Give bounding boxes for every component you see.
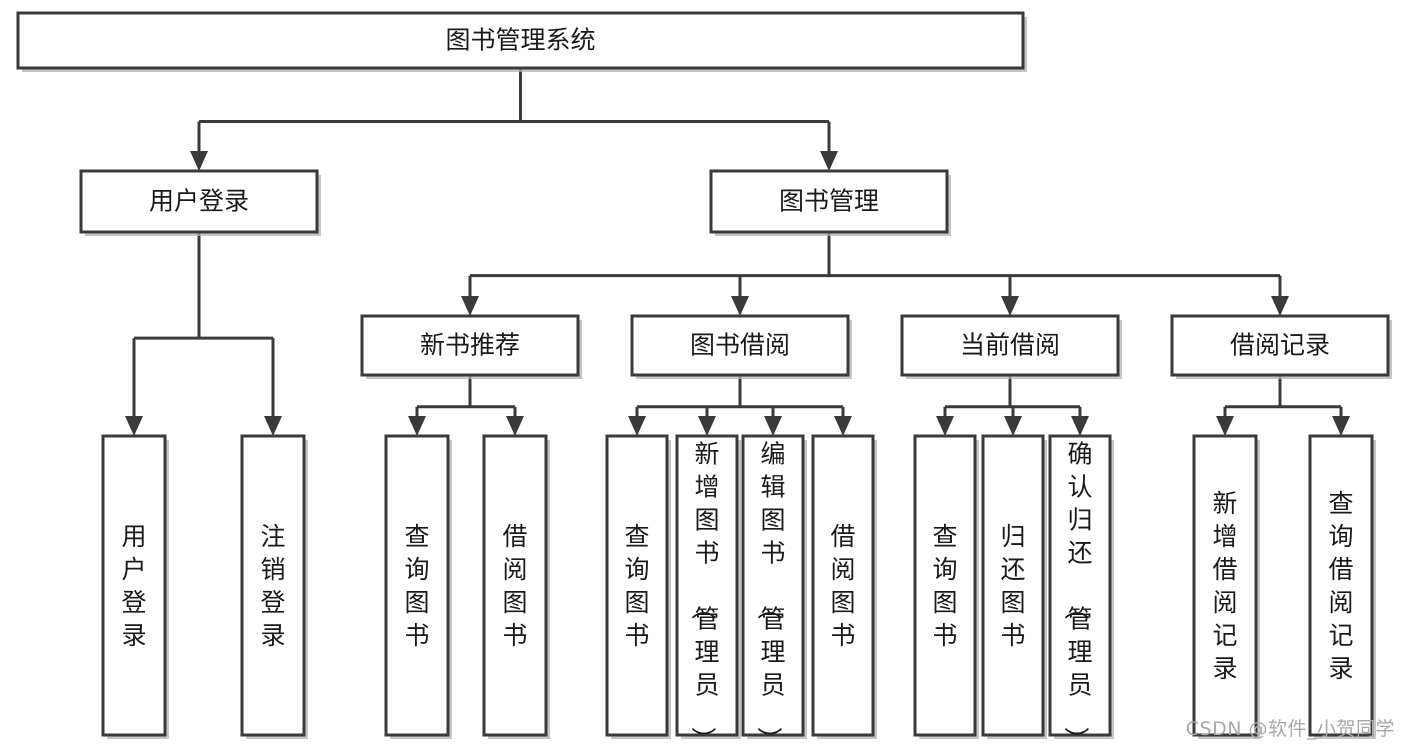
node-label: 注销登录 xyxy=(260,522,285,650)
node-box xyxy=(1308,434,1374,737)
node-label: 查询图书 xyxy=(624,522,649,650)
node-label: 当前借阅 xyxy=(960,331,1060,360)
node-box xyxy=(79,169,319,234)
node-leaf-borrow-book[interactable]: 借阅图书 xyxy=(811,434,877,739)
arrow-head-edge-current-return xyxy=(1004,416,1022,436)
node-box xyxy=(1192,434,1258,737)
node-label: 确认归还（管理员） xyxy=(1061,440,1092,747)
node-leaf-query-borrow-record[interactable]: 查询借阅记录 xyxy=(1308,434,1376,739)
node-box xyxy=(741,434,805,737)
arrow-head-edge-current-query xyxy=(936,416,954,436)
arrow-head-edge-record-add xyxy=(1216,416,1234,436)
node-label: 图书管理系统 xyxy=(445,26,595,55)
arrow-head-edge-root-userlogin xyxy=(190,151,208,171)
arrow-head-edge-bookmanage-current xyxy=(1001,296,1019,316)
node-leaf-add-borrow-record[interactable]: 新增借阅记录 xyxy=(1192,434,1260,739)
node-label: 图书借阅 xyxy=(690,331,790,360)
node-label: 归还图书 xyxy=(1000,522,1025,650)
node-box xyxy=(1048,434,1112,737)
arrow-head-edge-bookmanage-borrow xyxy=(731,296,749,316)
node-book-manage[interactable]: 图书管理 xyxy=(709,169,951,236)
arrow-head-edge-userlogin-leaf-logout xyxy=(264,416,282,436)
node-leaf-query-book-borrow[interactable]: 查询图书 xyxy=(605,434,671,739)
node-borrow-record[interactable]: 借阅记录 xyxy=(1170,314,1392,379)
node-box xyxy=(709,169,949,234)
node-user-login[interactable]: 用户登录 xyxy=(79,169,321,236)
node-label: 借阅图书 xyxy=(502,522,527,650)
node-box xyxy=(605,434,669,737)
node-box xyxy=(900,314,1120,377)
edge-group-from-book-borrow xyxy=(628,375,852,436)
node-box xyxy=(981,434,1045,737)
arrow-head-edge-userlogin-leaf-user-login xyxy=(125,416,143,436)
node-box xyxy=(360,314,580,377)
node-leaf-query-book-recommend[interactable]: 查询图书 xyxy=(384,434,452,739)
arrow-head-edge-current-confirm xyxy=(1071,416,1089,436)
edge-group-from-book-manage xyxy=(461,232,1289,316)
node-box xyxy=(16,11,1025,70)
node-box xyxy=(482,434,548,737)
arrow-head-edge-recommend-query xyxy=(408,416,426,436)
node-new-book-recommend[interactable]: 新书推荐 xyxy=(360,314,582,379)
node-label: 借阅记录 xyxy=(1230,331,1330,360)
node-label: 查询图书 xyxy=(404,522,429,650)
node-label: 用户登录 xyxy=(149,187,249,216)
node-box xyxy=(675,434,739,737)
node-box xyxy=(101,434,167,737)
arrow-head-edge-borrow-borrowbook xyxy=(834,416,852,436)
node-label: 用户登录 xyxy=(121,522,146,650)
arrow-head-edge-record-query xyxy=(1332,416,1350,436)
node-leaf-logout-login[interactable]: 注销登录 xyxy=(240,434,308,739)
node-label: 查询图书 xyxy=(932,522,957,650)
edge-group-from-user-login xyxy=(125,232,282,436)
edge-group-from-root xyxy=(190,68,838,171)
node-root[interactable]: 图书管理系统 xyxy=(16,11,1027,72)
node-book-borrow[interactable]: 图书借阅 xyxy=(630,314,852,379)
node-current-borrow[interactable]: 当前借阅 xyxy=(900,314,1122,379)
node-leaf-query-book-current[interactable]: 查询图书 xyxy=(913,434,979,739)
edge-group-from-new-book-recommend xyxy=(408,375,524,436)
node-box xyxy=(1170,314,1390,377)
node-layer: 图书管理系统用户登录图书管理新书推荐图书借阅当前借阅借阅记录用户登录注销登录查询… xyxy=(16,11,1392,747)
node-leaf-borrow-book-recommend[interactable]: 借阅图书 xyxy=(482,434,550,739)
node-box xyxy=(811,434,875,737)
node-label: 借阅图书 xyxy=(830,522,855,650)
node-box xyxy=(240,434,306,737)
node-leaf-return-book[interactable]: 归还图书 xyxy=(981,434,1047,739)
node-label: 查询借阅记录 xyxy=(1328,489,1353,683)
edge-group-from-current-borrow xyxy=(936,375,1089,436)
node-label: 图书管理 xyxy=(779,187,879,216)
node-leaf-edit-book-admin[interactable]: 编辑图书（管理员） xyxy=(741,434,807,747)
node-label: 新增图书（管理员） xyxy=(688,440,719,747)
node-leaf-user-login[interactable]: 用户登录 xyxy=(101,434,169,739)
arrow-head-edge-bookmanage-recommend xyxy=(461,296,479,316)
node-box xyxy=(384,434,450,737)
arrow-head-edge-borrow-query xyxy=(628,416,646,436)
edge-layer xyxy=(125,68,1350,436)
edge-group-from-borrow-record xyxy=(1216,375,1350,436)
arrow-head-edge-recommend-borrow xyxy=(506,416,524,436)
node-label: 新增借阅记录 xyxy=(1212,489,1237,683)
node-box xyxy=(630,314,850,377)
node-box xyxy=(913,434,977,737)
arrow-head-edge-borrow-edit xyxy=(764,416,782,436)
arrow-head-edge-root-bookmanage xyxy=(820,151,838,171)
arrow-head-edge-bookmanage-record xyxy=(1271,296,1289,316)
node-label: 新书推荐 xyxy=(420,331,520,360)
node-label: 编辑图书（管理员） xyxy=(754,440,785,747)
arrow-head-edge-borrow-add xyxy=(698,416,716,436)
node-leaf-add-book-admin[interactable]: 新增图书（管理员） xyxy=(675,434,741,747)
node-leaf-confirm-return-admin[interactable]: 确认归还（管理员） xyxy=(1048,434,1114,747)
